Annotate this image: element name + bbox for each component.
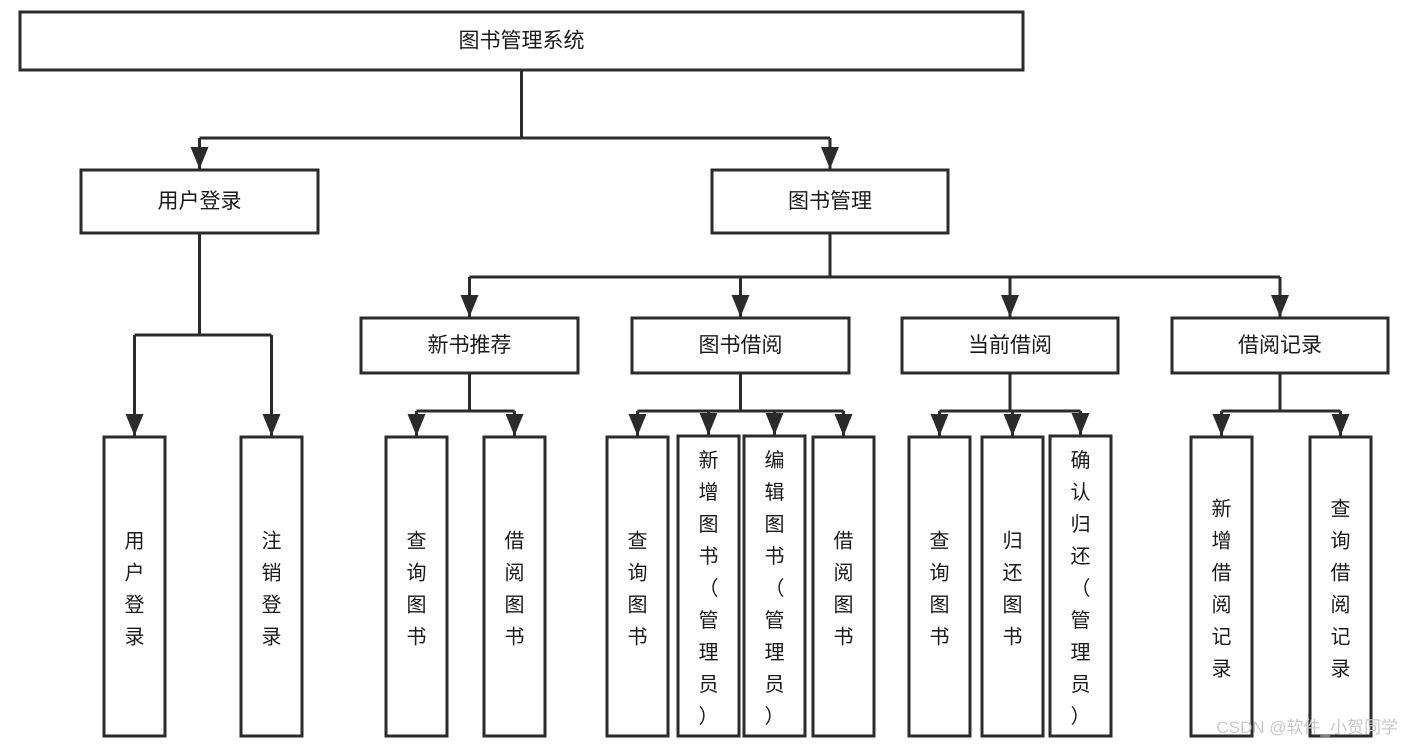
node-leaf-add-record[interactable]: 新增借阅记录 bbox=[1189, 435, 1254, 738]
node-box-leaf-confirm-return bbox=[1048, 434, 1113, 738]
node-label-current-borrow: 当前借阅 bbox=[968, 334, 1052, 357]
node-label-root: 图书管理系统 bbox=[459, 30, 585, 53]
node-leaf-query-record[interactable]: 查询借阅记录 bbox=[1308, 435, 1373, 738]
node-leaf-user-logout[interactable]: 注销登录 bbox=[239, 435, 304, 738]
node-box-leaf-add-record bbox=[1189, 435, 1254, 738]
arrow-head-icon bbox=[125, 414, 144, 436]
arrow-head-icon bbox=[1271, 295, 1289, 317]
node-label-book-manage: 图书管理 bbox=[788, 190, 872, 213]
node-label-borrow-record: 借阅记录 bbox=[1238, 334, 1322, 357]
node-box-leaf-user-login bbox=[102, 435, 167, 738]
node-book-manage[interactable]: 图书管理 bbox=[710, 168, 950, 235]
node-label-leaf-borrow-book-1: 借阅图书 bbox=[505, 529, 525, 648]
arrow-head-icon bbox=[262, 414, 281, 436]
arrow-head-icon bbox=[1212, 414, 1231, 436]
arrow-head-icon bbox=[1331, 414, 1350, 436]
node-box-leaf-query-book-2 bbox=[605, 435, 670, 738]
node-leaf-add-book[interactable]: 新增图书（管理员） bbox=[676, 434, 741, 738]
arrow-head-icon bbox=[821, 147, 839, 169]
node-box-leaf-query-book-3 bbox=[907, 435, 972, 738]
arrow-head-icon bbox=[628, 414, 647, 436]
node-box-leaf-borrow-book-1 bbox=[482, 435, 547, 738]
arrow-head-icon bbox=[930, 414, 949, 436]
node-book-borrow[interactable]: 图书借阅 bbox=[630, 316, 851, 375]
node-current-borrow[interactable]: 当前借阅 bbox=[900, 316, 1120, 375]
node-box-leaf-query-record bbox=[1308, 435, 1373, 738]
node-label-leaf-query-book-2: 查询图书 bbox=[628, 529, 648, 648]
node-label-leaf-add-record: 新增借阅记录 bbox=[1212, 497, 1232, 680]
node-label-leaf-query-book-1: 查询图书 bbox=[407, 529, 427, 648]
node-box-leaf-edit-book bbox=[742, 434, 807, 738]
node-leaf-borrow-book-1[interactable]: 借阅图书 bbox=[482, 435, 547, 738]
arrow-head-icon bbox=[1001, 295, 1019, 317]
node-label-leaf-query-book-3: 查询图书 bbox=[930, 529, 950, 648]
arrow-head-icon bbox=[407, 414, 426, 436]
arrow-head-icon bbox=[765, 413, 784, 435]
arrow-head-icon bbox=[699, 413, 718, 435]
node-new-book-recommend[interactable]: 新书推荐 bbox=[359, 316, 580, 375]
node-leaf-borrow-book-2[interactable]: 借阅图书 bbox=[811, 435, 876, 738]
node-label-leaf-user-logout: 注销登录 bbox=[262, 529, 282, 648]
node-box-leaf-return-book bbox=[980, 435, 1045, 738]
node-root[interactable]: 图书管理系统 bbox=[18, 10, 1025, 72]
node-label-leaf-borrow-book-2: 借阅图书 bbox=[834, 529, 854, 648]
node-box-user-login bbox=[79, 168, 320, 235]
node-label-book-borrow: 图书借阅 bbox=[699, 334, 783, 357]
node-box-new-book-recommend bbox=[359, 316, 580, 375]
node-box-leaf-user-logout bbox=[239, 435, 304, 738]
arrow-head-icon bbox=[190, 147, 209, 169]
node-label-leaf-edit-book: 编辑图书（管理员） bbox=[765, 449, 785, 728]
node-leaf-edit-book[interactable]: 编辑图书（管理员） bbox=[742, 434, 807, 738]
node-leaf-query-book-2[interactable]: 查询图书 bbox=[605, 435, 670, 738]
node-label-leaf-user-login: 用户登录 bbox=[125, 530, 145, 648]
node-box-leaf-query-book-1 bbox=[384, 435, 449, 738]
node-label-leaf-query-record: 查询借阅记录 bbox=[1331, 497, 1351, 680]
node-box-leaf-borrow-book-2 bbox=[811, 435, 876, 738]
node-box-root bbox=[18, 10, 1025, 72]
node-label-leaf-add-book: 新增图书（管理员） bbox=[699, 449, 719, 728]
node-box-current-borrow bbox=[900, 316, 1120, 375]
node-leaf-query-book-3[interactable]: 查询图书 bbox=[907, 435, 972, 738]
nodes-layer: 图书管理系统用户登录图书管理新书推荐图书借阅当前借阅借阅记录用户登录注销登录查询… bbox=[18, 10, 1390, 738]
node-borrow-record[interactable]: 借阅记录 bbox=[1170, 316, 1390, 375]
connectors-layer bbox=[125, 70, 1350, 436]
node-leaf-return-book[interactable]: 归还图书 bbox=[980, 435, 1045, 738]
node-label-leaf-confirm-return: 确认归还（管理员） bbox=[1071, 449, 1091, 728]
node-box-borrow-record bbox=[1170, 316, 1390, 375]
arrow-head-icon bbox=[1003, 414, 1022, 436]
csdn-watermark: CSDN @软件_小贺同学 bbox=[1216, 718, 1398, 737]
node-label-leaf-return-book: 归还图书 bbox=[1003, 529, 1023, 648]
arrow-head-icon bbox=[460, 295, 479, 317]
node-box-book-borrow bbox=[630, 316, 851, 375]
arrow-head-icon bbox=[1071, 413, 1090, 435]
node-box-leaf-add-book bbox=[676, 434, 741, 738]
arrow-head-icon bbox=[834, 414, 853, 436]
node-label-new-book-recommend: 新书推荐 bbox=[428, 334, 512, 357]
node-box-book-manage bbox=[710, 168, 950, 235]
arrow-head-icon bbox=[505, 414, 524, 436]
node-leaf-user-login[interactable]: 用户登录 bbox=[102, 435, 167, 738]
node-user-login[interactable]: 用户登录 bbox=[79, 168, 320, 235]
node-label-user-login: 用户登录 bbox=[158, 190, 242, 213]
node-leaf-confirm-return[interactable]: 确认归还（管理员） bbox=[1048, 434, 1113, 738]
node-leaf-query-book-1[interactable]: 查询图书 bbox=[384, 435, 449, 738]
arrow-head-icon bbox=[731, 295, 750, 317]
